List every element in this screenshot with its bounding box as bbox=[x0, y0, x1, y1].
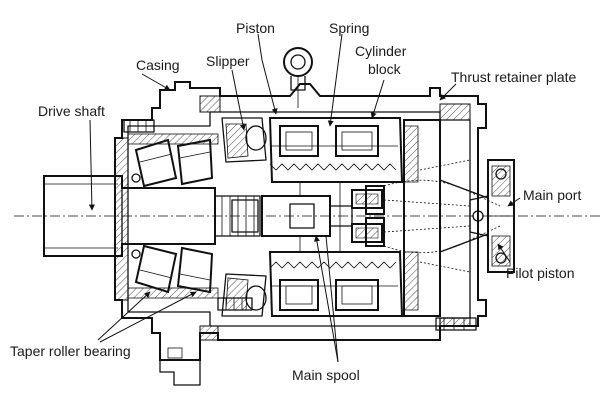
label-main-spool: Main spool bbox=[292, 367, 360, 383]
cylinder-block bbox=[268, 117, 404, 317]
taper-roller-bearings bbox=[127, 133, 219, 299]
lifting-eye bbox=[283, 47, 313, 108]
label-main-port: Main port bbox=[523, 187, 581, 203]
valve-plate-and-ports bbox=[383, 119, 515, 317]
swash-plate-and-slippers bbox=[221, 117, 267, 317]
label-spring: Spring bbox=[329, 20, 369, 36]
casing-bolts bbox=[123, 119, 477, 331]
label-piston: Piston bbox=[236, 20, 275, 36]
main-spool-assembly bbox=[261, 182, 385, 252]
label-drive-shaft: Drive shaft bbox=[38, 103, 105, 119]
label-casing: Casing bbox=[136, 57, 180, 73]
leader-lines bbox=[88, 33, 521, 363]
label-cylinder-block-line2: block bbox=[368, 61, 402, 77]
label-taper-roller-bearing: Taper roller bearing bbox=[10, 343, 131, 359]
casing-body bbox=[114, 81, 487, 386]
label-thrust-retainer-plate: Thrust retainer plate bbox=[451, 69, 576, 85]
label-slipper: Slipper bbox=[206, 53, 250, 69]
label-pilot-piston: Pilot piston bbox=[506, 265, 574, 281]
label-cylinder-block-line1: Cylinder bbox=[355, 43, 407, 59]
